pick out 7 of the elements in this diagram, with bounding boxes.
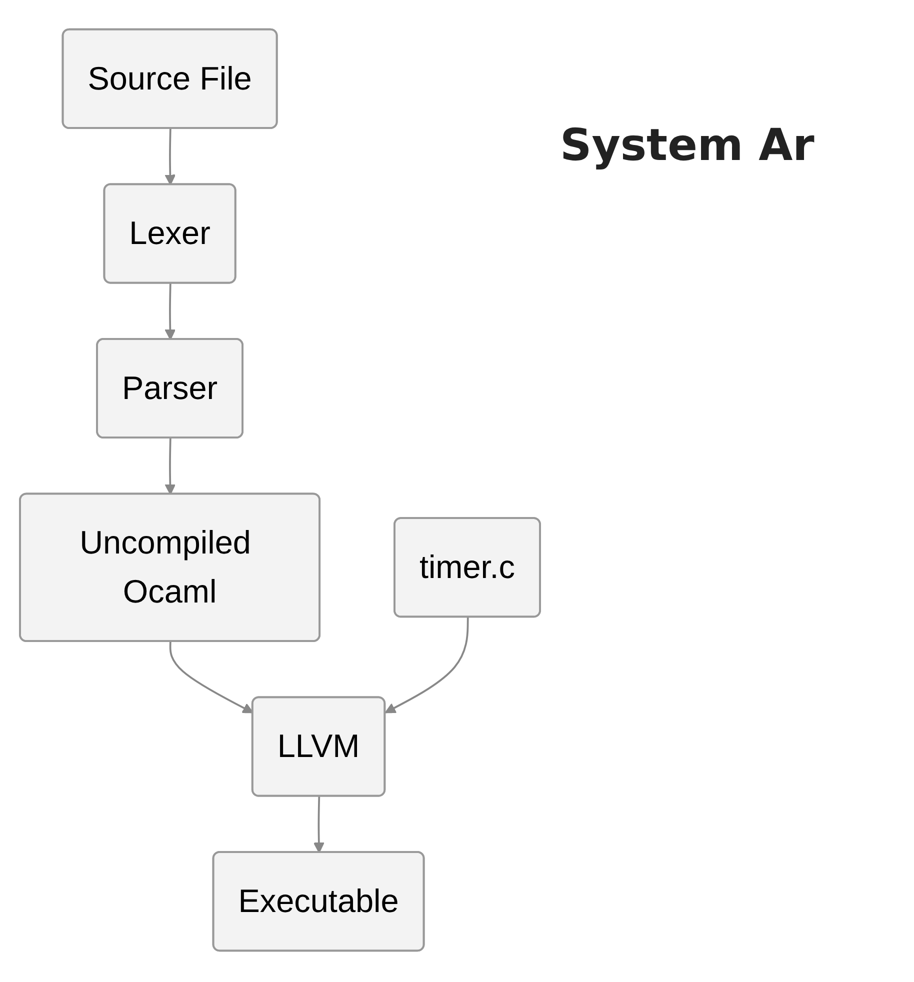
diagram-title: System Ar <box>560 120 814 171</box>
arrow <box>164 128 176 186</box>
arrow <box>313 796 324 854</box>
arrow <box>164 283 176 340</box>
arrow <box>169 642 254 714</box>
arrow <box>164 438 176 495</box>
arrow <box>384 617 469 714</box>
